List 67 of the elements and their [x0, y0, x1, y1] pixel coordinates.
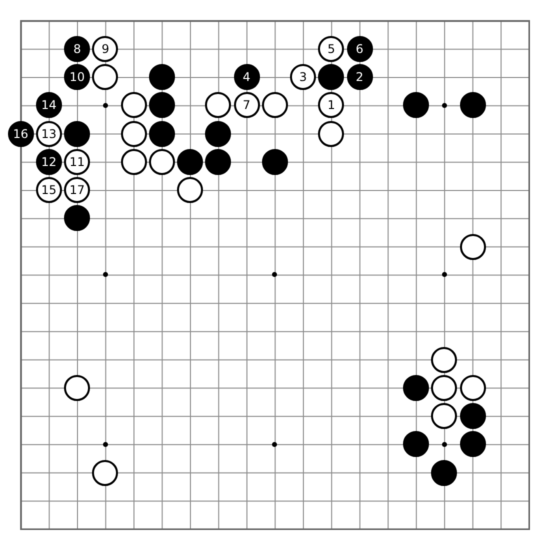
go-stone — [36, 148, 62, 175]
move-number: 9 — [102, 42, 110, 55]
go-stone — [460, 374, 486, 401]
go-stone — [460, 92, 486, 118]
go-stone — [120, 92, 147, 118]
go-stone — [262, 92, 288, 118]
go-stone — [431, 346, 458, 373]
go-stone — [148, 120, 175, 147]
go-stone — [460, 431, 486, 458]
go-stone — [64, 64, 90, 90]
move-number: 2 — [356, 71, 364, 84]
go-stone — [318, 92, 344, 118]
go-stone — [64, 374, 90, 401]
go-stone — [36, 177, 62, 204]
go-stone — [64, 177, 90, 204]
move-number: 10 — [70, 71, 85, 84]
move-number: 4 — [242, 71, 250, 84]
go-stone — [346, 36, 373, 62]
go-stone — [234, 64, 260, 90]
go-stone — [92, 64, 118, 90]
move-number: 15 — [41, 184, 57, 196]
go-stone — [92, 460, 118, 486]
go-stone — [64, 205, 90, 232]
go-stone — [8, 120, 34, 147]
go-stone — [177, 177, 204, 204]
move-number: 17 — [70, 184, 85, 196]
move-number: 8 — [73, 42, 81, 55]
go-stone — [318, 64, 344, 90]
go-stone — [120, 148, 147, 175]
go-stone — [431, 460, 458, 486]
move-number: 16 — [13, 128, 28, 140]
move-number: 14 — [41, 99, 57, 112]
go-stone — [346, 64, 373, 90]
move-number: 5 — [328, 42, 336, 55]
move-number: 11 — [70, 156, 85, 168]
move-number: 7 — [242, 99, 250, 112]
go-stone — [205, 120, 232, 147]
move-number: 13 — [41, 128, 57, 140]
go-stone — [318, 36, 344, 62]
go-stone — [431, 374, 458, 401]
go-stone — [205, 148, 232, 175]
go-stone — [148, 148, 175, 175]
go-stone — [431, 403, 458, 430]
go-stone — [36, 92, 62, 118]
go-stone — [318, 120, 344, 147]
go-stone — [92, 36, 118, 62]
go-stone — [460, 403, 486, 430]
go-stone — [403, 92, 430, 118]
move-number: 1 — [328, 99, 336, 112]
go-stone — [64, 36, 90, 62]
go-stone — [148, 64, 175, 90]
move-number: 6 — [356, 42, 364, 55]
go-stone — [36, 120, 62, 147]
go-stone — [205, 92, 232, 118]
go-stone — [403, 431, 430, 458]
go-stone — [290, 64, 316, 90]
go-stone — [460, 234, 486, 260]
go-stone — [234, 92, 260, 118]
move-number: 3 — [299, 71, 307, 84]
go-stone — [148, 92, 175, 118]
go-stone — [120, 120, 147, 147]
go-stone — [64, 120, 90, 147]
move-number: 12 — [41, 156, 57, 168]
go-stone — [262, 148, 288, 175]
go-stone — [64, 148, 90, 175]
go-stone — [177, 148, 204, 175]
go-stone — [403, 374, 430, 401]
